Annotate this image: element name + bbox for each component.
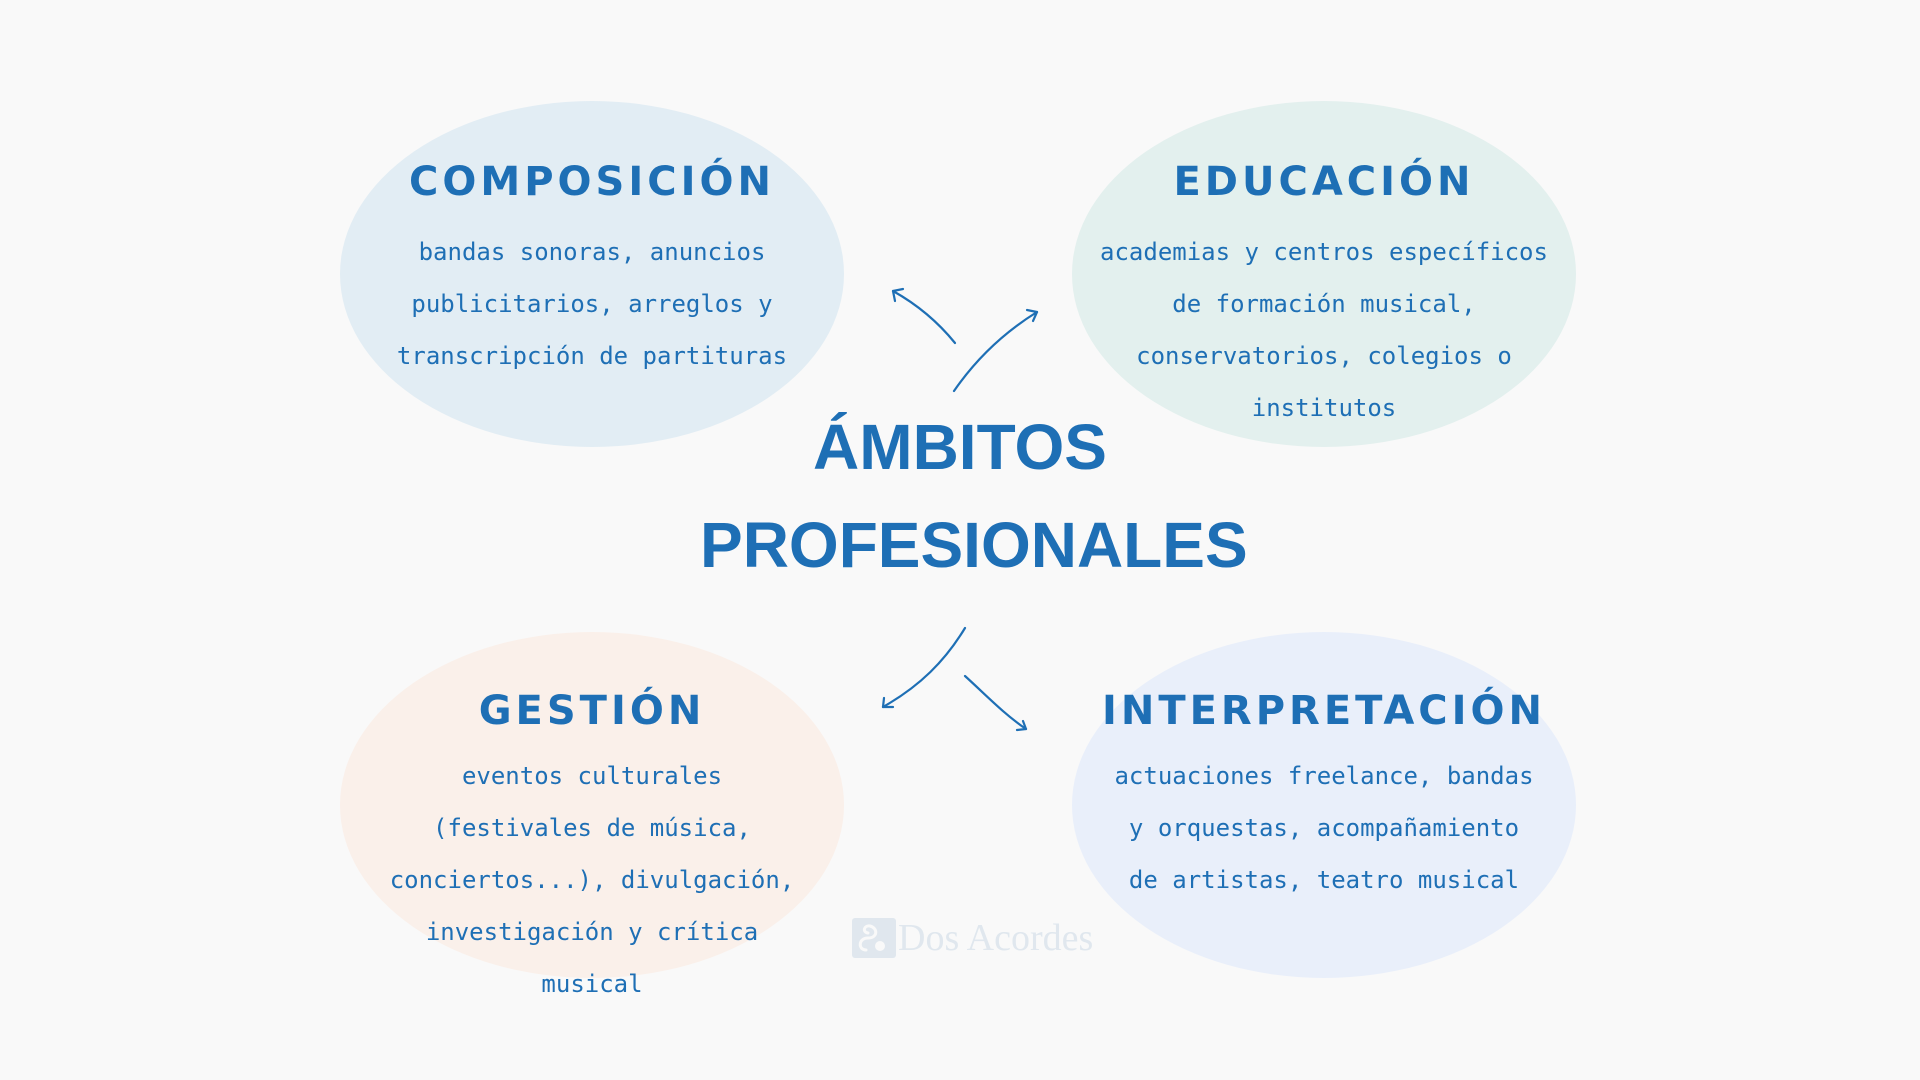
composicion-description: bandas sonoras, anuncios publicitarios, …: [396, 238, 788, 370]
central-heading: ÁMBITOS PROFESIONALES: [700, 398, 1248, 594]
central-heading-line-2: PROFESIONALES: [700, 509, 1248, 581]
gestion-description: eventos culturales (festivales de música…: [389, 762, 795, 998]
arrow-to-composicion: [891, 287, 957, 345]
arrow-to-educacion: [952, 308, 1039, 393]
central-heading-line-1: ÁMBITOS: [813, 411, 1107, 483]
arrow-to-gestion: [881, 626, 967, 709]
composicion-title: COMPOSICIÓN: [409, 159, 775, 205]
educacion-description: academias y centros específicos de forma…: [1100, 238, 1548, 422]
musical-clef-icon: [852, 918, 896, 958]
educacion-oval: EDUCACIÓN academias y centros específico…: [1072, 101, 1576, 447]
composicion-oval: COMPOSICIÓN bandas sonoras, anuncios pub…: [340, 101, 844, 447]
dos-acordes-watermark: Dos Acordes: [852, 912, 1093, 964]
interpretacion-title: INTERPRETACIÓN: [1101, 688, 1547, 734]
watermark-text: Dos Acordes: [898, 917, 1094, 959]
gestion-oval: GESTIÓN eventos culturales (festivales d…: [340, 632, 844, 998]
interpretacion-description: actuaciones freelance, bandas y orquesta…: [1114, 762, 1534, 894]
educacion-title: EDUCACIÓN: [1173, 159, 1475, 205]
arrow-to-interpretacion: [963, 674, 1028, 732]
gestion-title: GESTIÓN: [478, 688, 706, 734]
interpretacion-oval: INTERPRETACIÓN actuaciones freelance, ba…: [1072, 632, 1576, 978]
